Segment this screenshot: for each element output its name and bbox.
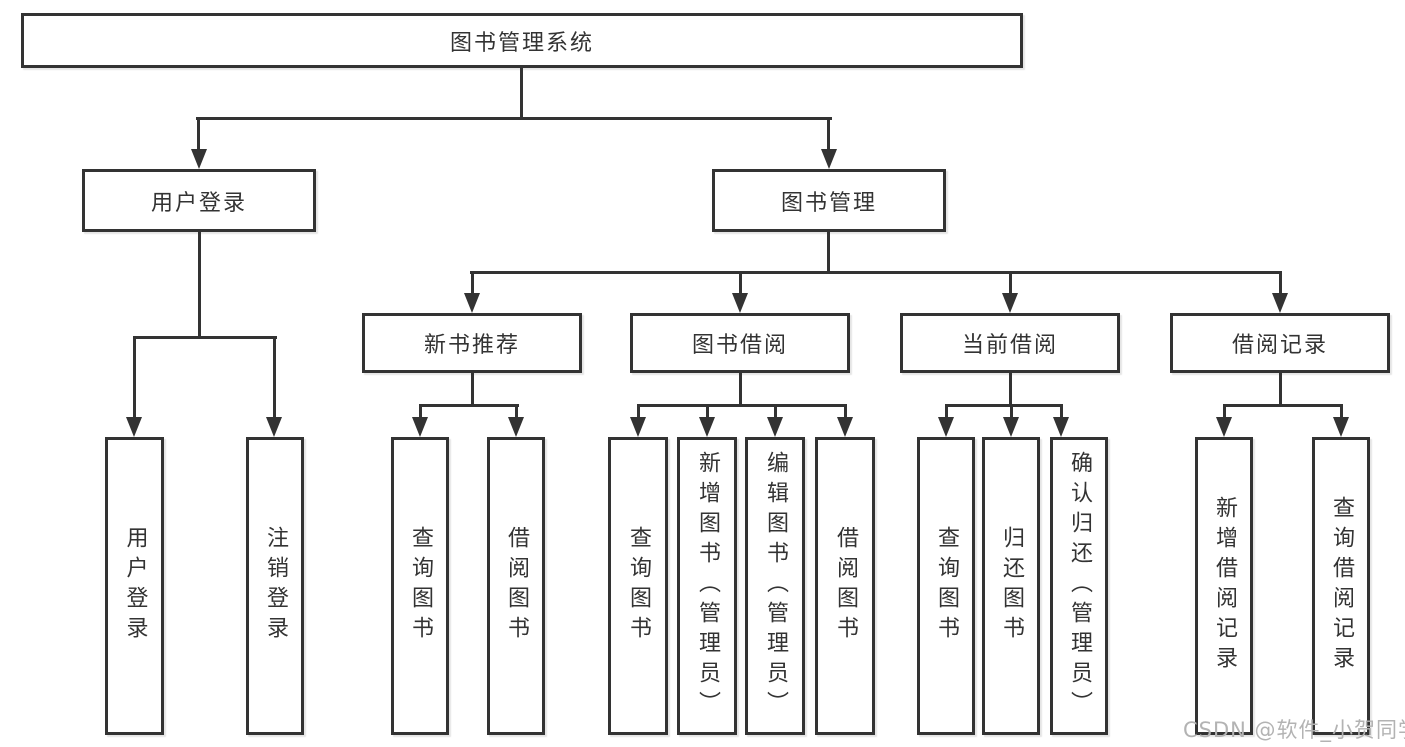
leaf-logout: 注销登录 [246,437,304,735]
connector-line [470,271,1282,274]
arrow-down-icon [1333,417,1349,437]
connector-line [827,117,830,152]
leaf-newbook-borrow-label: 借阅图书 [504,526,529,646]
connector-line [945,404,948,419]
connector-line [133,336,277,339]
arrow-down-icon [699,417,715,437]
leaf-logout-label: 注销登录 [263,526,288,646]
connector-line [1279,271,1282,297]
connector-line [844,404,847,419]
connector-line [637,404,640,419]
leaf-current-confirm-admin: 确认归还（管理员） [1050,437,1108,735]
connector-line [1010,404,1013,419]
connector-line [471,373,474,406]
leaf-borrow-edit-admin: 编辑图书（管理员） [745,437,805,735]
node-user-login-label: 用户登录 [150,190,247,216]
connector-line [1009,373,1012,406]
node-current-borrow: 当前借阅 [900,313,1120,373]
node-root-label: 图书管理系统 [449,30,594,56]
leaf-borrow-query: 查询图书 [608,437,668,735]
leaf-borrow-query-label: 查询图书 [626,526,651,646]
connector-line [196,117,832,120]
node-new-book-recommend-label: 新书推荐 [423,333,520,358]
arrow-down-icon [1216,417,1232,437]
arrow-down-icon [938,417,954,437]
connector-line [706,404,709,419]
connector-line [419,404,422,419]
node-book-management: 图书管理 [712,169,946,232]
leaf-borrow-add-admin: 新增图书（管理员） [677,437,737,735]
leaf-newbook-query-label: 查询图书 [408,526,433,646]
connector-line [273,336,276,421]
arrow-down-icon [732,293,748,313]
arrow-down-icon [1003,417,1019,437]
leaf-records-query: 查询借阅记录 [1312,437,1370,735]
arrow-down-icon [126,417,142,437]
arrow-down-icon [508,417,524,437]
connector-line [637,404,847,407]
node-borrow-records-label: 借阅记录 [1231,333,1328,358]
arrow-down-icon [464,293,480,313]
connector-line [1060,404,1063,419]
connector-line [471,271,474,297]
connector-line [1223,404,1226,419]
connector-line [1279,373,1282,406]
leaf-newbook-borrow: 借阅图书 [487,437,545,735]
csdn-watermark: CSDN @软件_小贺同学 [1183,718,1405,742]
leaf-borrow-book-label: 借阅图书 [833,526,858,646]
connector-line [198,232,201,339]
leaf-records-add: 新增借阅记录 [1195,437,1253,735]
leaf-current-confirm-admin-label: 确认归还（管理员） [1067,451,1092,721]
arrow-down-icon [1053,417,1069,437]
connector-line [1009,271,1012,297]
arrow-down-icon [266,417,282,437]
leaf-current-query-label: 查询图书 [934,526,959,646]
connector-line [739,373,742,406]
leaf-records-add-label: 新增借阅记录 [1212,496,1237,676]
leaf-current-return: 归还图书 [982,437,1040,735]
leaf-current-query: 查询图书 [917,437,975,735]
leaf-borrow-edit-admin-label: 编辑图书（管理员） [763,451,788,721]
arrow-down-icon [1272,293,1288,313]
arrow-down-icon [630,417,646,437]
leaf-user-login: 用户登录 [105,437,164,735]
connector-line [419,404,519,407]
arrow-down-icon [821,149,837,169]
connector-line [774,404,777,419]
connector-line [197,117,200,152]
node-borrow-records: 借阅记录 [1170,313,1390,373]
leaf-newbook-query: 查询图书 [391,437,449,735]
arrow-down-icon [1002,293,1018,313]
connector-line [1340,404,1343,419]
connector-line [1223,404,1343,407]
connector-line [827,232,830,274]
connector-line [945,404,1063,407]
leaf-borrow-book: 借阅图书 [815,437,875,735]
arrow-down-icon [767,417,783,437]
connector-line [739,271,742,297]
leaf-records-query-label: 查询借阅记录 [1329,496,1354,676]
node-book-borrow-label: 图书借阅 [691,333,788,358]
connector-line [520,68,523,119]
node-root: 图书管理系统 [21,13,1023,68]
leaf-user-login-label: 用户登录 [122,526,148,646]
node-new-book-recommend: 新书推荐 [362,313,582,373]
leaf-borrow-add-admin-label: 新增图书（管理员） [695,451,720,721]
node-book-management-label: 图书管理 [780,190,877,216]
arrow-down-icon [191,149,207,169]
node-user-login: 用户登录 [82,169,316,232]
arrow-down-icon [837,417,853,437]
node-current-borrow-label: 当前借阅 [961,333,1058,358]
leaf-current-return-label: 归还图书 [999,526,1024,646]
connector-line [133,336,136,421]
node-book-borrow: 图书借阅 [630,313,850,373]
connector-line [515,404,518,419]
arrow-down-icon [412,417,428,437]
